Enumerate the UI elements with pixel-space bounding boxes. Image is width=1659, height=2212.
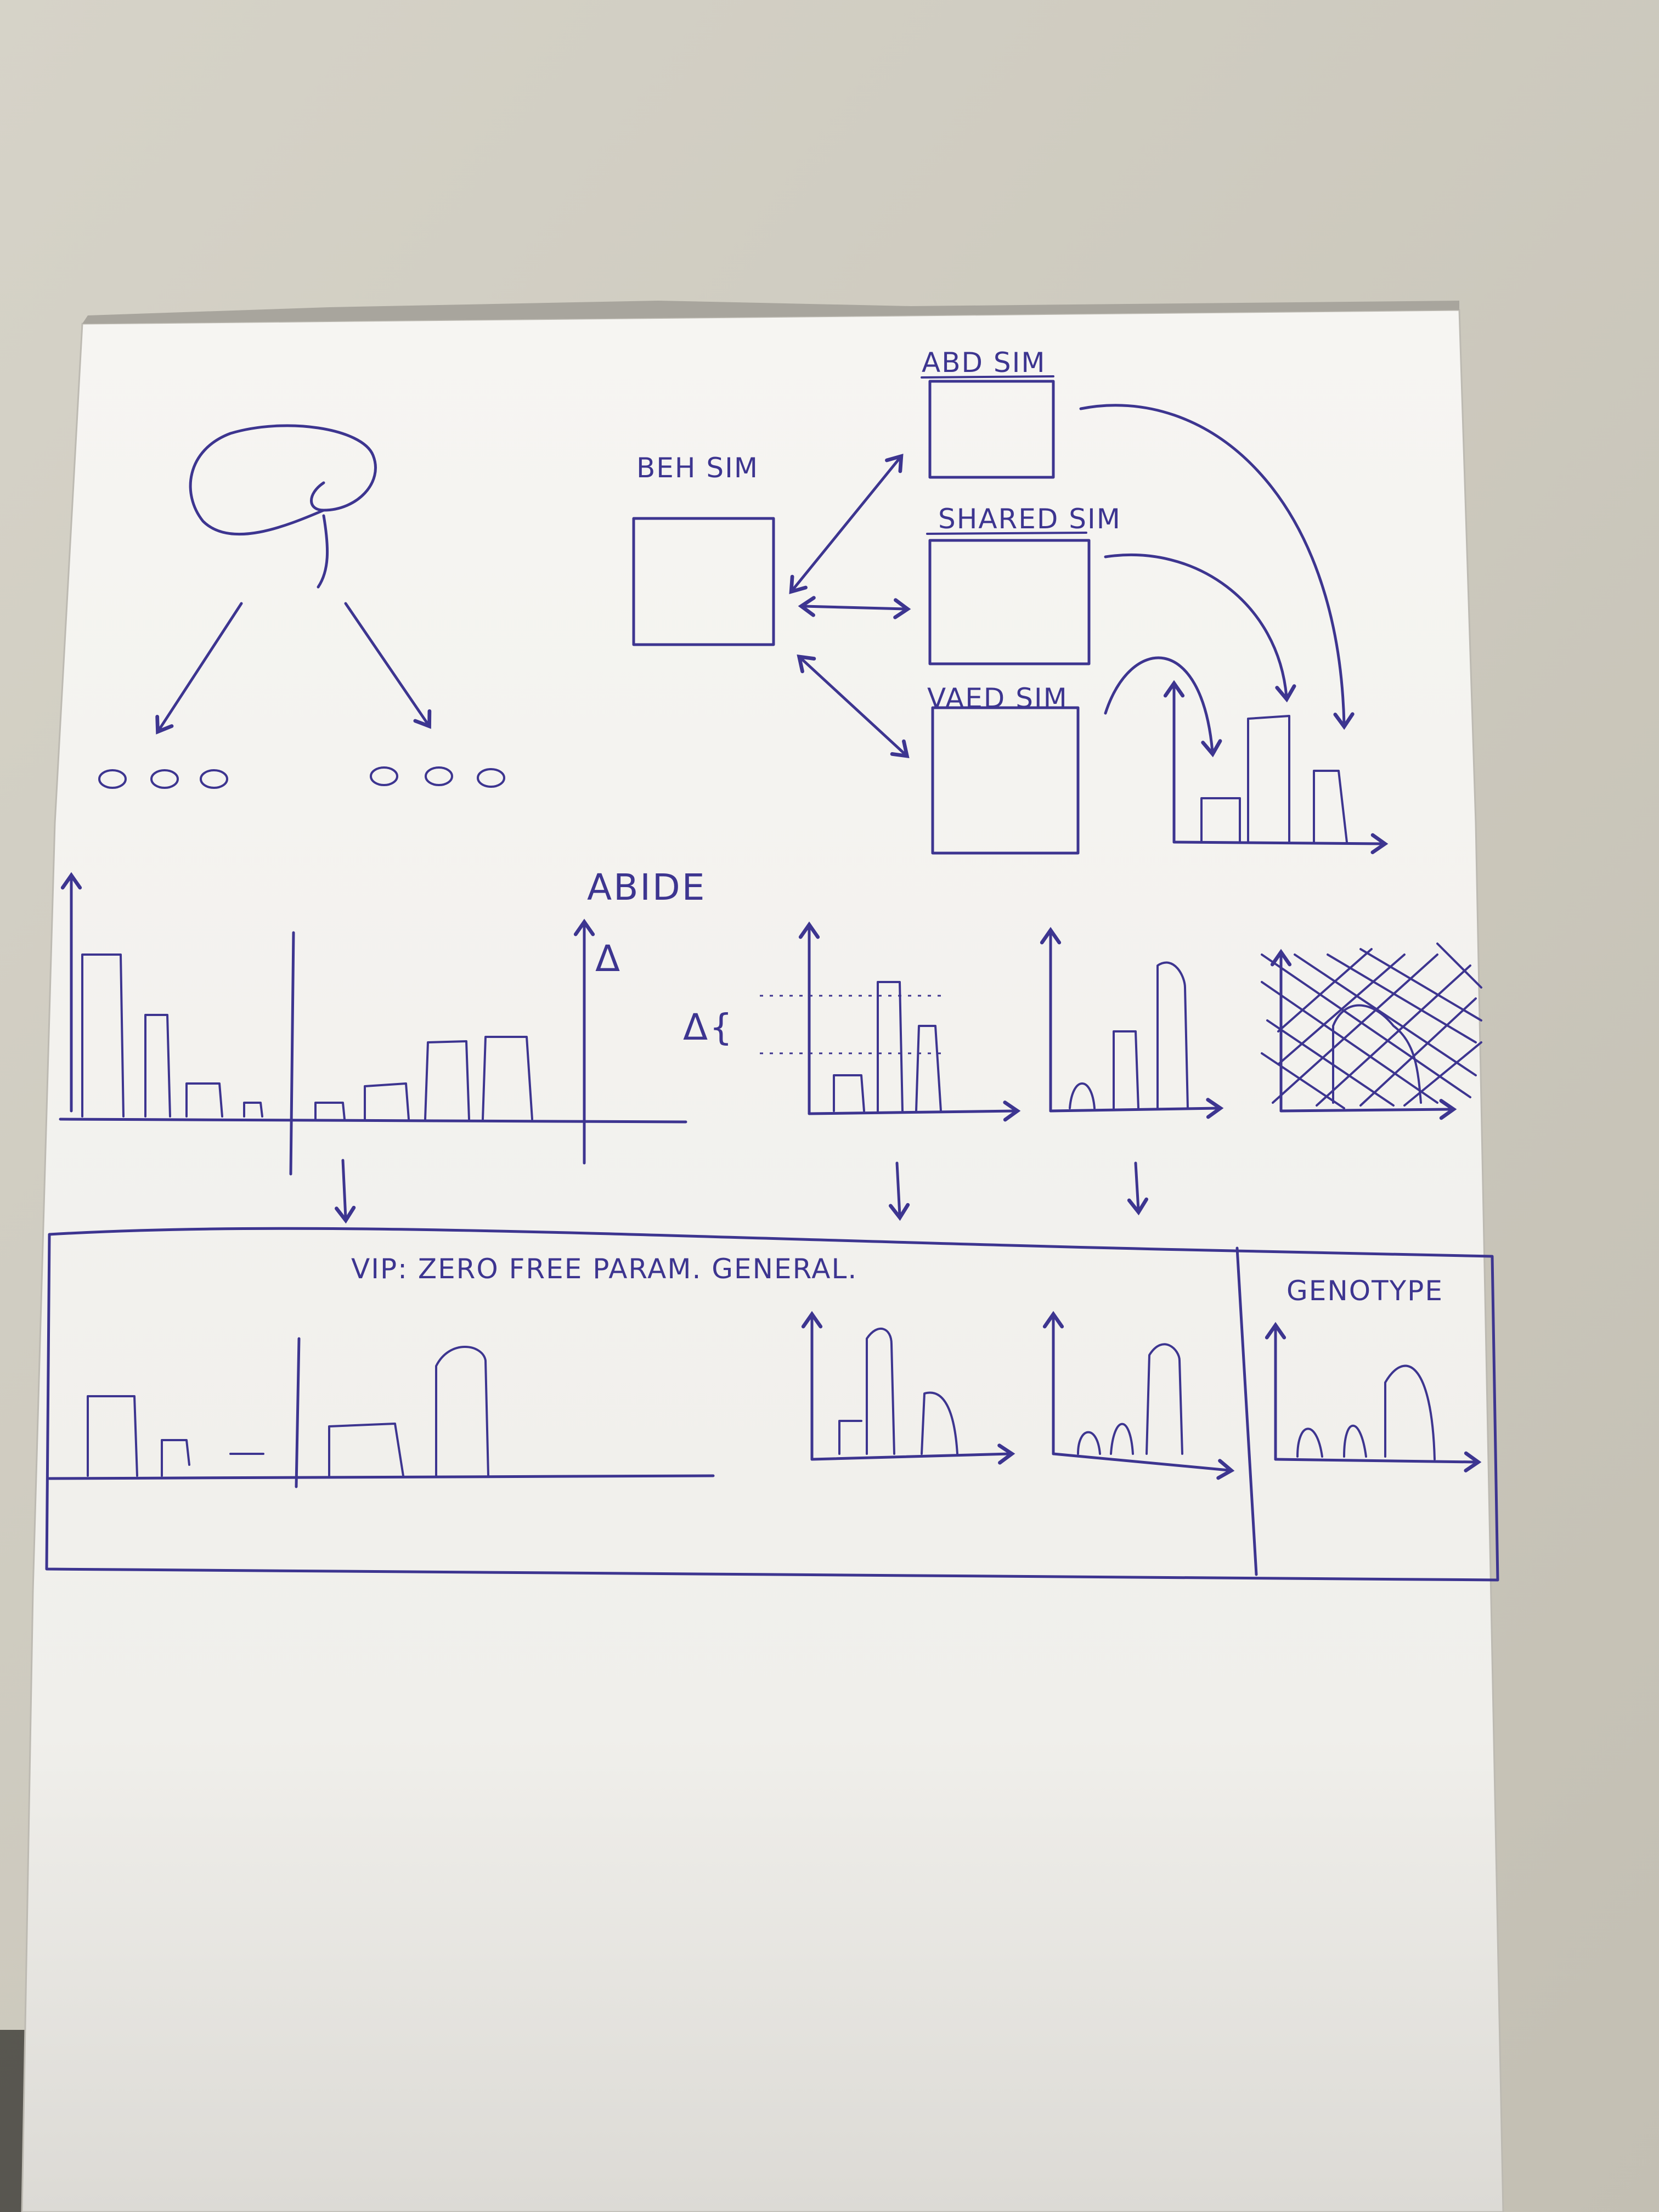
- label-shared-sim: SHARED SIM: [938, 503, 1121, 535]
- arrow-beh-vaed: [797, 654, 910, 759]
- nodes-left: [98, 769, 228, 789]
- crossed-out-chart: [1261, 943, 1482, 1120]
- vip-note: VIP: ZERO FREE PARAM. GENERAL.: [351, 1253, 857, 1285]
- arrow-down-2: [888, 1161, 910, 1221]
- abide-bar-chart: [59, 872, 687, 1176]
- vip-bar-chart: [48, 1337, 715, 1488]
- bottom-chart-2: [801, 1311, 1015, 1465]
- arrow-beh-shared: [798, 596, 911, 619]
- label-vaed-sim: VAED SIM: [927, 682, 1068, 714]
- label-delta-brace: Δ{: [683, 1006, 734, 1048]
- paper-sheet: [21, 309, 1504, 2212]
- arrow-right-branch: [344, 602, 432, 729]
- box-shared-sim: [928, 539, 1091, 665]
- arrow-beh-abd: [789, 453, 904, 595]
- box-beh-sim: [632, 517, 775, 646]
- output-bar-chart: [1163, 680, 1389, 854]
- middle-chart-3: [1040, 927, 1224, 1119]
- label-delta-axis: Δ: [595, 938, 622, 980]
- label-abd-sim: ABD SIM: [922, 347, 1046, 379]
- arrow-left-branch: [155, 602, 243, 735]
- genotype-divider: [1235, 1246, 1258, 1576]
- arrow-down-3: [1127, 1161, 1149, 1216]
- label-abide: ABIDE: [587, 866, 706, 909]
- nodes-right: [370, 766, 505, 788]
- arrow-vaed-to-chart: [1104, 656, 1222, 758]
- bottom-panel-frame: [45, 1227, 1499, 1582]
- label-beh-sim: BEH SIM: [636, 452, 759, 484]
- arrow-abd-to-chart: [1079, 404, 1355, 730]
- label-genotype: GENOTYPE: [1286, 1275, 1443, 1307]
- bottom-chart-3: [1042, 1311, 1235, 1480]
- arrow-down-1: [335, 1159, 356, 1224]
- box-abd-sim: [928, 380, 1055, 479]
- delta-bar-chart: [760, 921, 1021, 1122]
- box-vaed-sim: [931, 706, 1080, 855]
- genotype-chart: [1265, 1322, 1482, 1472]
- brain-sketch: [189, 424, 377, 589]
- paper-torn-edge: [82, 301, 1459, 324]
- arrow-shared-to-chart: [1104, 553, 1296, 703]
